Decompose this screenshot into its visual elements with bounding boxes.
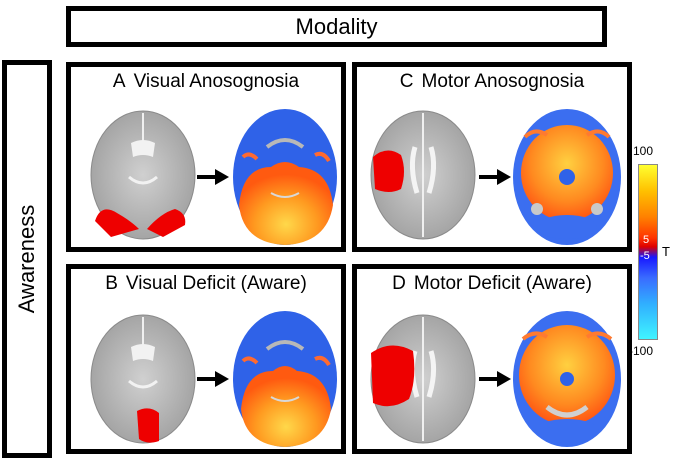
brain-slice-network-map	[513, 311, 621, 447]
panel-b-title: B Visual Deficit (Aware)	[71, 273, 341, 295]
panel-d: D Motor Deficit (Aware)	[352, 264, 632, 454]
panel-b-figure	[90, 311, 337, 447]
arrow-icon	[197, 169, 229, 185]
colorbar-legend: 100 5 -5 T -100	[625, 140, 673, 360]
lesion	[137, 408, 159, 443]
panel-b: B Visual Deficit (Aware)	[66, 264, 346, 454]
colorbar-negative-threshold: -5	[640, 250, 650, 262]
brain-slice-network-map	[233, 311, 337, 447]
panel-c-letter: C	[399, 71, 414, 92]
arrow-icon	[197, 371, 229, 387]
colorbar-max-label: 100	[633, 144, 654, 158]
colorbar-unit-label: T	[662, 244, 670, 259]
panel-c-title-text: Motor Anosognosia	[421, 71, 585, 92]
brain-slice-network-map	[513, 109, 621, 245]
panel-d-title-text: Motor Deficit (Aware)	[413, 273, 592, 294]
lesion	[373, 150, 404, 192]
brain-slice-lesion	[370, 314, 476, 444]
modality-label: Modality	[295, 13, 378, 39]
colorbar-gradient	[638, 164, 658, 340]
colorbar-positive-threshold: 5	[643, 234, 650, 246]
panel-a: A Visual Anosognosia	[66, 62, 346, 252]
arrow-icon	[479, 169, 511, 185]
panel-c-title: C Motor Anosognosia	[357, 71, 627, 93]
panel-d-letter: D	[392, 273, 406, 294]
panel-a-figure	[90, 109, 337, 245]
brain-slice-network-map	[233, 109, 337, 245]
panel-c-figure	[370, 109, 621, 245]
panel-b-title-text: Visual Deficit (Aware)	[125, 273, 307, 294]
panel-d-figure	[370, 311, 621, 447]
lesion	[95, 209, 139, 237]
lesion	[371, 345, 415, 407]
brain-slice-lesion	[90, 110, 196, 240]
arrow-icon	[479, 371, 511, 387]
brain-slice-lesion	[90, 314, 196, 444]
brain-slice-lesion	[370, 110, 476, 240]
modality-header: Modality	[66, 6, 607, 47]
panel-a-letter: A	[112, 71, 126, 92]
panel-b-letter: B	[105, 273, 118, 294]
awareness-label: Awareness	[14, 204, 39, 314]
colorbar-min-label: -100	[629, 344, 654, 358]
panel-d-title: D Motor Deficit (Aware)	[357, 273, 627, 295]
panel-a-title: A Visual Anosognosia	[71, 71, 341, 93]
panel-c: C Motor Anosognosia	[352, 62, 632, 252]
awareness-header: Awareness	[2, 60, 52, 458]
panel-a-title-text: Visual Anosognosia	[133, 71, 300, 92]
